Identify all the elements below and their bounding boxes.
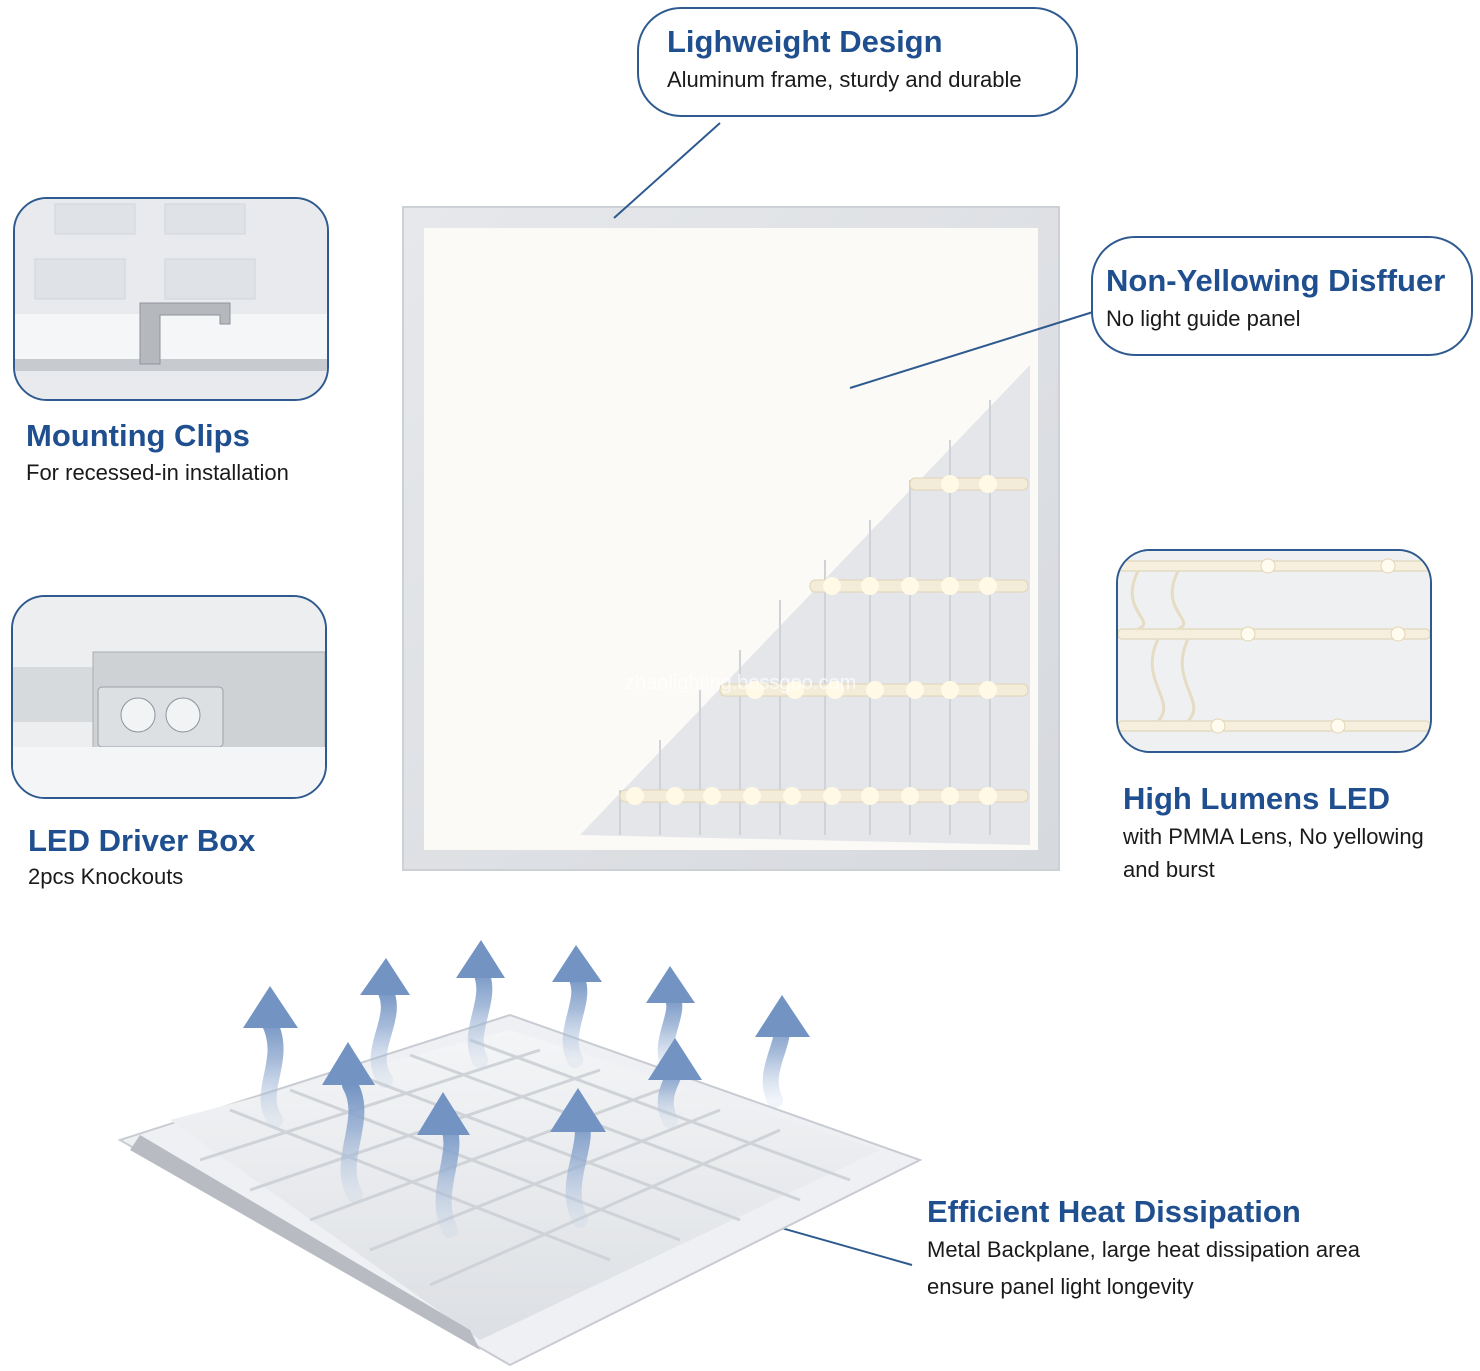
lumens-desc-line2: and burst xyxy=(1123,857,1215,882)
lightweight-title: Lighweight Design xyxy=(667,24,943,59)
lightweight-desc: Aluminum frame, sturdy and durable xyxy=(667,67,1022,92)
mounting-clips-image xyxy=(13,197,329,401)
lightweight-bubble xyxy=(637,7,1078,117)
driver-desc: 2pcs Knockouts xyxy=(28,864,184,889)
watermark: zhaolighting.bossgoo.com xyxy=(625,672,857,694)
driver-title: LED Driver Box xyxy=(28,823,256,858)
diffuser-title: Non-Yellowing Disffuer xyxy=(1106,263,1446,298)
driver-box-image xyxy=(11,595,327,799)
heat-desc-line2: ensure panel light longevity xyxy=(927,1274,1194,1299)
diffuser-desc: No light guide panel xyxy=(1106,306,1301,331)
led-strip-image xyxy=(1116,549,1432,753)
mounting-title: Mounting Clips xyxy=(26,418,250,453)
heat-arrow-heads xyxy=(243,940,810,1135)
heat-title: Efficient Heat Dissipation xyxy=(927,1194,1301,1229)
lumens-desc-line1: with PMMA Lens, No yellowing xyxy=(1123,824,1424,849)
heat-desc-line1: Metal Backplane, large heat dissipation … xyxy=(927,1237,1360,1262)
led-interior-view xyxy=(580,365,1030,845)
diffuser-bubble xyxy=(1091,236,1473,356)
mounting-desc: For recessed-in installation xyxy=(26,460,289,485)
lumens-title: High Lumens LED xyxy=(1123,781,1390,816)
backplate-illustration xyxy=(117,1013,923,1367)
